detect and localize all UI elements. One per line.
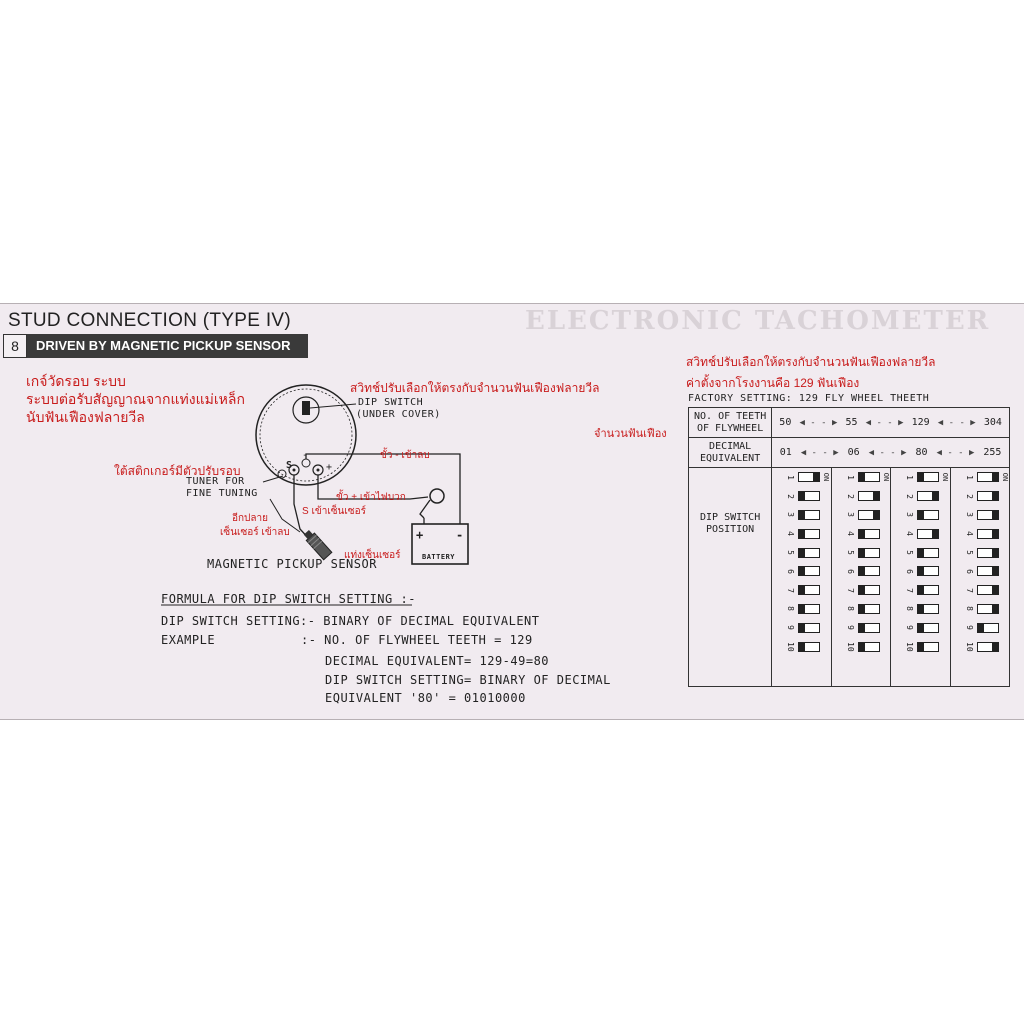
page-title: STUD CONNECTION (TYPE IV): [8, 310, 292, 331]
tuner-screw: [277, 469, 287, 479]
decimal-header: DECIMAL EQUIVALENT: [687, 437, 773, 468]
gauge-body: [255, 384, 357, 486]
battery-minus: -: [456, 528, 464, 542]
negative-wire: [305, 453, 461, 524]
thai-note-tuner: ใต้สติกเกอร์มีตัวปรับรอบ: [114, 464, 241, 478]
thai-note-s-terminal: S เข้าเซ็นเซอร์: [302, 506, 366, 517]
position-header: DIP SWITCH POSITION: [687, 467, 773, 687]
example-decimal: DECIMAL EQUIVALENT= 129-49=80: [325, 654, 550, 668]
thai-note-flywheel: นับฟันเฟืองฟลายวีล: [26, 409, 145, 425]
dip-switch-label-2: (UNDER COVER): [356, 409, 441, 420]
thai-note-teeth-count: จำนวนฟันเฟือง: [594, 428, 667, 440]
thai-note-table-2: ค่าตั้งจากโรงงานคือ 129 ฟันเฟือง: [686, 376, 860, 390]
formula-line: DIP SWITCH SETTING:- BINARY OF DECIMAL E…: [161, 614, 540, 628]
terminal-pos-label: +: [326, 462, 333, 473]
example-dip-setting: DIP SWITCH SETTING= BINARY OF DECIMAL: [325, 673, 611, 687]
gauge-rim: [259, 388, 353, 482]
tuner-label-1: TUNER FOR: [186, 476, 245, 487]
table-row: DECIMAL EQUIVALENT 01◀ - - ▶ 06◀ - - ▶ 8…: [687, 437, 1010, 468]
positive-wire: [317, 475, 429, 500]
dip-switch-label-1: DIP SWITCH: [358, 397, 424, 408]
decimal-value: 01: [779, 447, 792, 458]
battery: [411, 523, 469, 565]
teeth-value: 50: [779, 417, 792, 428]
decimal-value: 255: [983, 447, 1002, 458]
thai-note-other-end-2: เซ็นเซอร์ เข้าลบ: [220, 527, 290, 538]
thai-note-signal: ระบบต่อรับสัญญาณจากแท่งแม่เหล็ก: [26, 391, 245, 407]
thai-note-other-end-1: อีกปลาย: [232, 513, 269, 524]
dip-switch-table: NO. OF TEETH OF FLYWHEEL 50◀ - - ▶ 55◀ -…: [687, 407, 1011, 687]
thai-note-sensor: แท่งเซ็นเซอร์: [344, 550, 401, 561]
example-binary: EQUIVALENT '80' = 01010000: [325, 691, 526, 705]
formula-heading: FORMULA FOR DIP SWITCH SETTING :-: [161, 592, 416, 606]
section-number: 8: [3, 334, 27, 358]
manual-page: ELECTRONIC TACHOMETER STUD CONNECTION (T…: [0, 303, 1024, 720]
thai-note-positive: ขั้ว + เข้าไฟบวก: [336, 492, 406, 503]
terminal-neg-label: -: [302, 450, 309, 461]
example-teeth: :- NO. OF FLYWHEEL TEETH = 129: [301, 633, 533, 647]
battery-plus: +: [416, 528, 424, 542]
decimal-values: 01◀ - - ▶ 06◀ - - ▶ 80◀ - - ▶ 255: [771, 437, 1010, 468]
ignition-key: [429, 488, 445, 504]
thai-note-gauge: เกจ์วัดรอบ ระบบ: [26, 373, 126, 389]
sensor-label: MAGNETIC PICKUP SENSOR: [207, 557, 377, 571]
wiring-diagram: [161, 384, 469, 606]
dip-cover: [292, 396, 320, 424]
teeth-value: 129: [911, 417, 930, 428]
table-row: NO. OF TEETH OF FLYWHEEL 50◀ - - ▶ 55◀ -…: [687, 407, 1010, 438]
teeth-value: 304: [983, 417, 1002, 428]
dip-switch-block: [302, 401, 310, 415]
section-title: DRIVEN BY MAGNETIC PICKUP SENSOR: [27, 334, 308, 358]
thai-note-table-1: สวิทช์ปรับเลือกให้ตรงกับจำนวนฟันเฟืองฟลา…: [686, 355, 936, 369]
teeth-values: 50◀ - - ▶ 55◀ - - ▶ 129◀ - - ▶ 304: [771, 407, 1010, 438]
teeth-header: NO. OF TEETH OF FLYWHEEL: [687, 407, 773, 438]
sensor-body: [303, 529, 333, 561]
factory-setting: FACTORY SETTING: 129 FLY WHEEL THEETH: [688, 393, 930, 404]
background-bleed-title: ELECTRONIC TACHOMETER: [525, 306, 991, 336]
example-label: EXAMPLE: [161, 633, 216, 647]
teeth-value: 55: [845, 417, 858, 428]
tuner-label-2: FINE TUNING: [186, 488, 258, 499]
thai-note-negative: ขั้ว - เข้าลบ: [380, 450, 430, 461]
battery-label: BATTERY: [422, 553, 456, 561]
thai-note-dip: สวิทช์ปรับเลือกให้ตรงกับจำนวนฟันเฟืองฟลา…: [350, 381, 600, 395]
decimal-value: 80: [915, 447, 928, 458]
terminal-s-label: S: [286, 460, 293, 471]
decimal-value: 06: [847, 447, 860, 458]
